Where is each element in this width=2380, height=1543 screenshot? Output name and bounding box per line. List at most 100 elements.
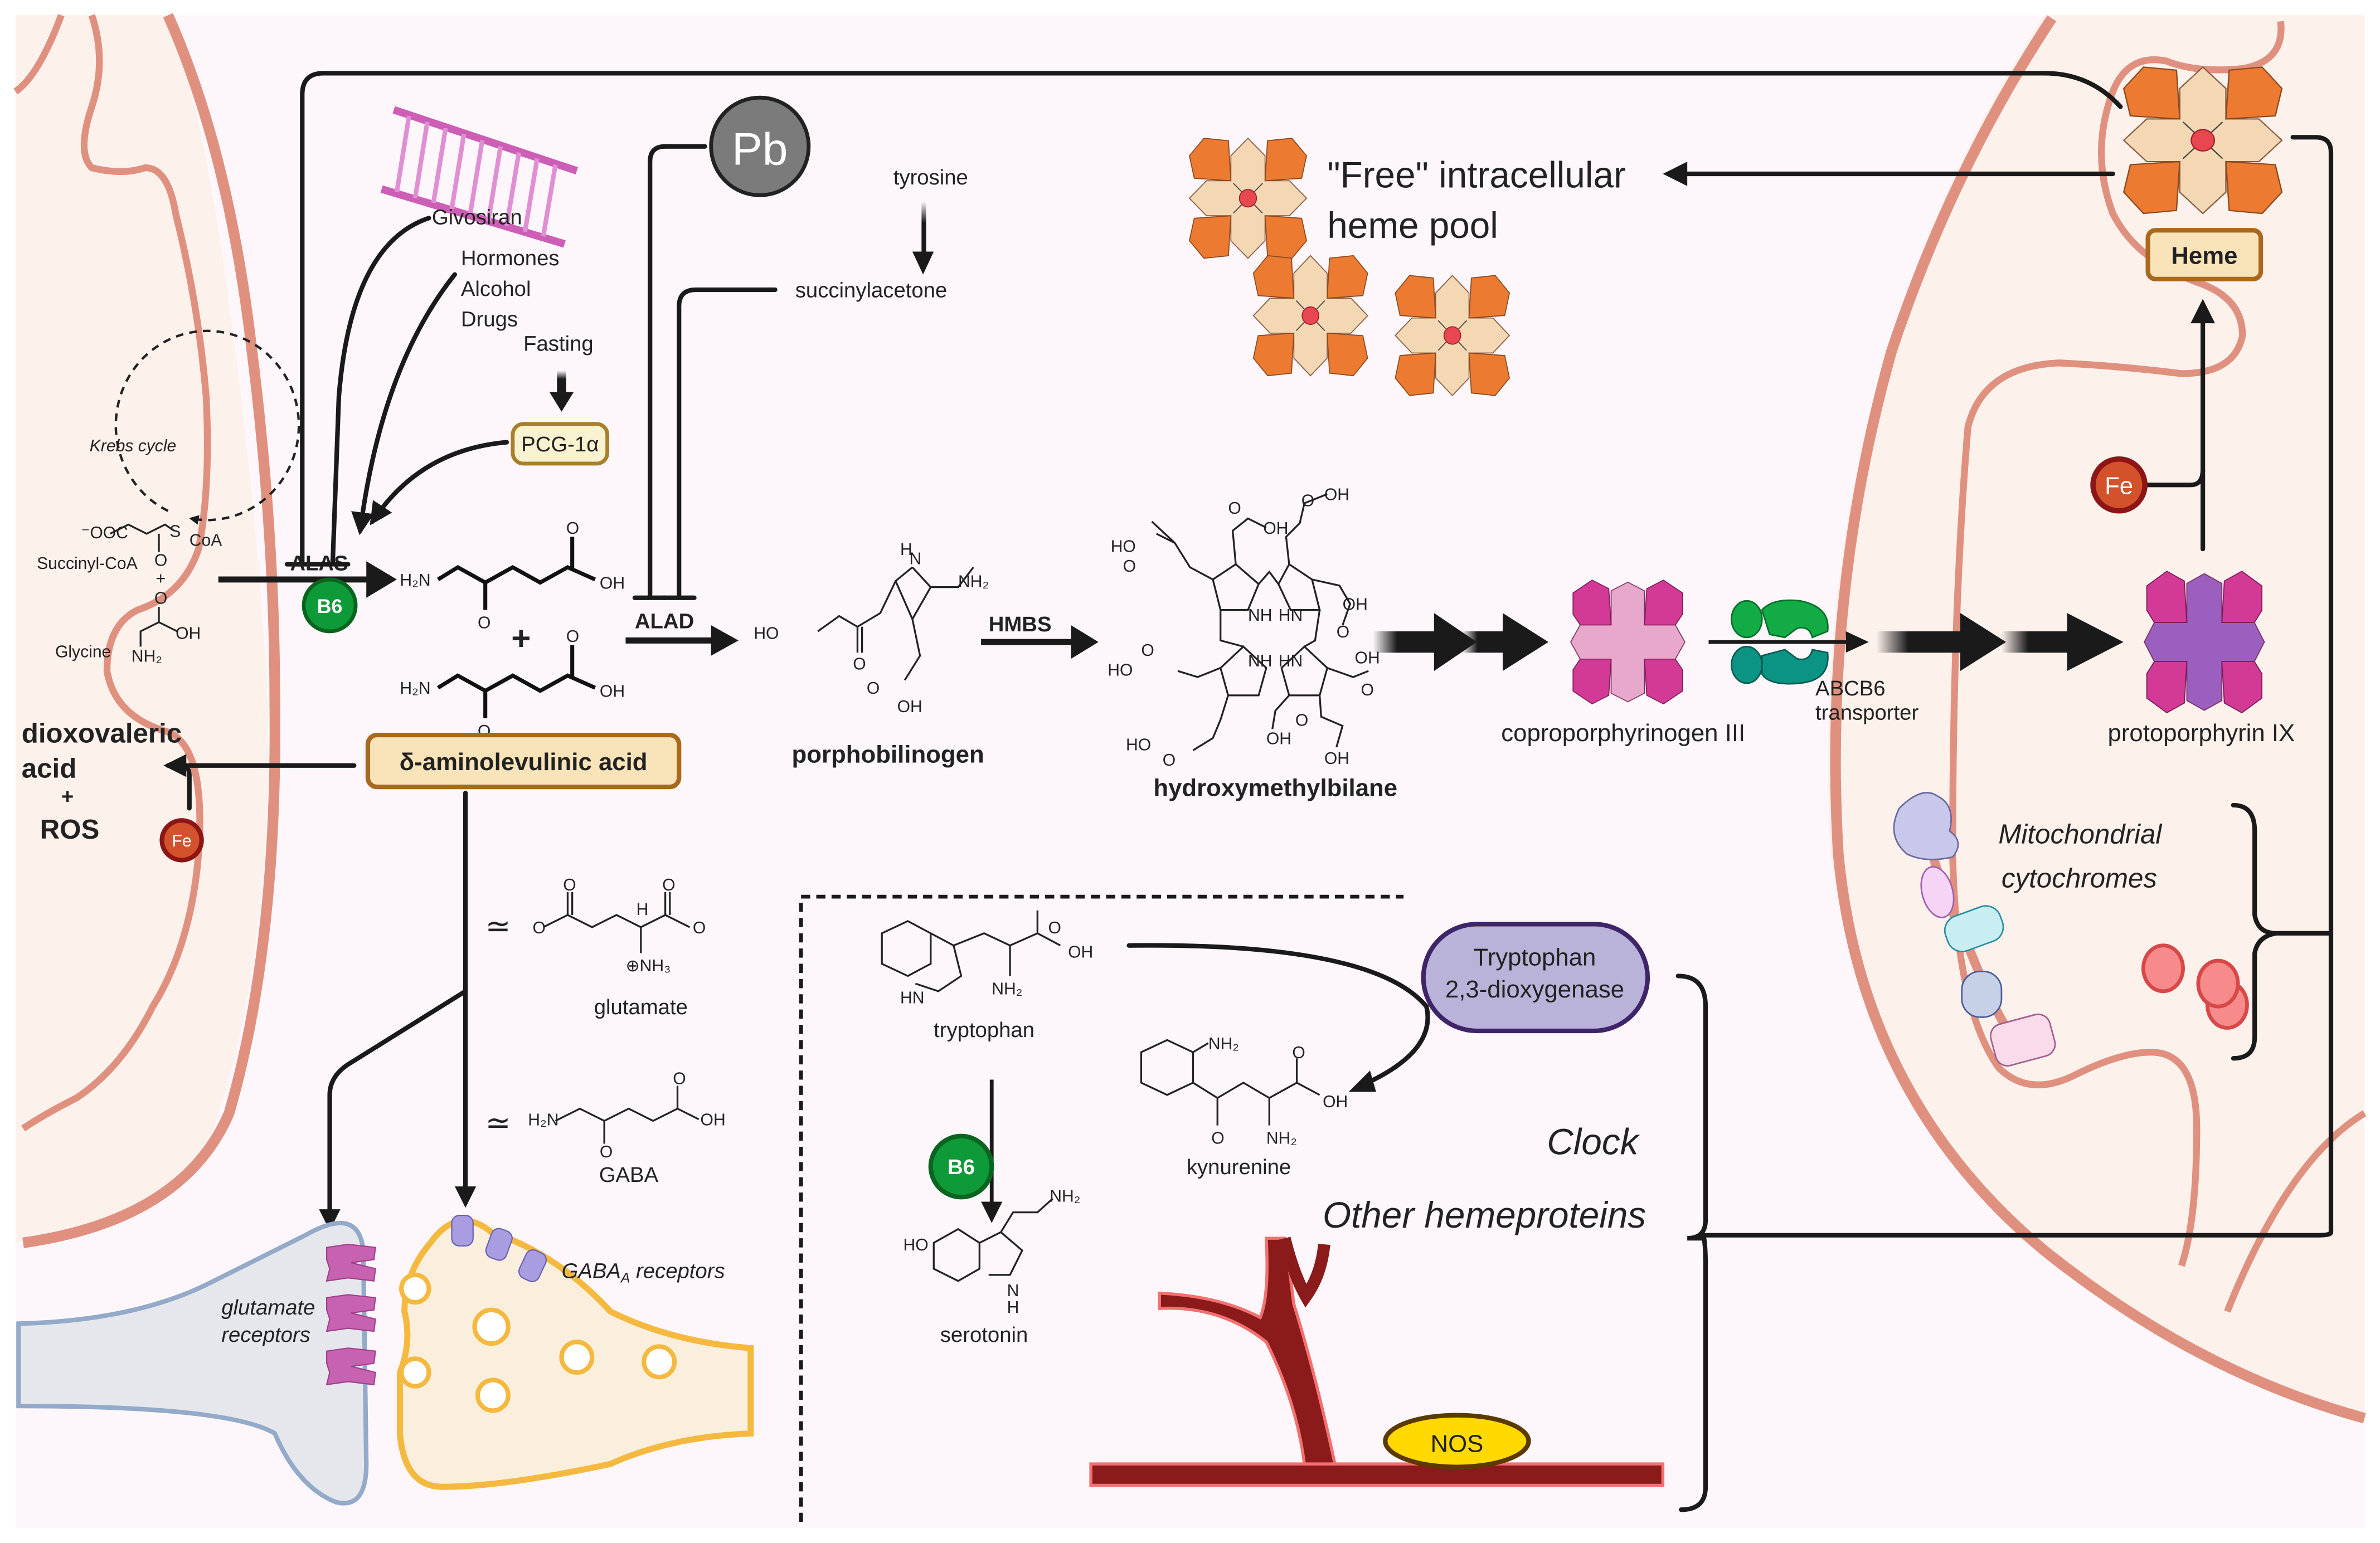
iron-icon <box>159 818 204 863</box>
cytochromes-label-1: Mitochondrial <box>1998 819 2163 849</box>
svg-text:HO: HO <box>1126 736 1151 754</box>
hemeprotein-bracket <box>1675 973 1708 1512</box>
lead-pb-icon <box>709 95 811 197</box>
svg-text:OH: OH <box>1324 486 1349 504</box>
succinyl-coa-label: Succinyl-CoA <box>37 554 138 573</box>
glutamate-receptors-label-1: glutamate <box>221 1296 315 1320</box>
svg-text:H: H <box>1007 1298 1019 1317</box>
svg-text:H₂N: H₂N <box>400 679 430 698</box>
svg-text:O: O <box>1228 499 1241 518</box>
ala-neuro-branches: ≃ ≃ <box>319 790 511 1231</box>
hydroxymethylbilane-label: hydroxymethylbilane <box>1153 775 1397 802</box>
pb-label: Pb <box>732 124 788 175</box>
right-mitochondrion <box>1828 15 2367 1424</box>
krebs-cycle-label: Krebs cycle <box>90 437 177 455</box>
svg-text:H₂N: H₂N <box>400 571 430 590</box>
gabaergic-neuron: GABAA receptors <box>396 1215 754 1490</box>
svg-text:O: O <box>1301 492 1314 510</box>
svg-text:O: O <box>600 1143 613 1161</box>
svg-text:+: + <box>61 785 74 809</box>
heme-feedback-line <box>300 71 2123 564</box>
porphobilinogen-label: porphobilinogen <box>792 741 984 768</box>
svg-text:OH: OH <box>897 698 922 716</box>
fasting-label: Fasting <box>523 332 594 356</box>
fasting-arrow <box>549 392 574 412</box>
svg-text:O: O <box>566 519 579 538</box>
svg-text:O: O <box>673 1070 686 1088</box>
b6-label: B6 <box>948 1155 975 1179</box>
krebs-cycle: Krebs cycle ⁻OOC S CoA O Succinyl-CoA + … <box>37 329 300 666</box>
glutamatergic-neuron: glutamate receptors <box>16 1220 376 1506</box>
svg-text:NH₂: NH₂ <box>1266 1129 1297 1147</box>
svg-text:CoA: CoA <box>190 532 222 550</box>
svg-text:Fe: Fe <box>172 832 192 850</box>
glutamate-molecule: O O H O O ⊕NH₃ glutamate <box>533 876 706 1019</box>
tdo-enzyme-box <box>1421 922 1650 1034</box>
svg-text:O: O <box>1123 557 1136 576</box>
svg-text:OH: OH <box>1343 596 1368 614</box>
svg-text:OH: OH <box>176 625 201 643</box>
dioxovaleric-label-1: dioxovaleric <box>22 718 182 749</box>
multi-step-arrows-1 <box>1373 613 1549 671</box>
svg-text:O: O <box>1211 1129 1224 1147</box>
svg-text:O: O <box>662 876 675 894</box>
ala-label-box <box>365 732 682 790</box>
svg-text:H₂N: H₂N <box>528 1111 558 1130</box>
tdo-reaction: Tryptophan 2,3-dioxygenase <box>1126 922 1650 1092</box>
svg-text:N: N <box>909 550 921 568</box>
svg-text:O: O <box>853 655 866 673</box>
ala-label: δ-aminolevulinic acid <box>400 748 648 776</box>
ala-molecules: H₂N O O OH + H₂N O O OH δ-aminolevulinic… <box>365 519 682 790</box>
svg-text:NH: NH <box>1248 606 1272 625</box>
svg-text:O: O <box>154 551 167 570</box>
b6-label: B6 <box>317 595 342 617</box>
pcg-label: PCG-1α <box>521 432 599 456</box>
svg-text:+: + <box>156 570 166 588</box>
svg-text:NH₂: NH₂ <box>1050 1187 1080 1205</box>
svg-text:HN: HN <box>900 989 924 1007</box>
serotonin-molecule: HO NH₂ N H serotonin <box>904 1187 1081 1347</box>
svg-text:O: O <box>1295 712 1308 730</box>
glutamate-receptors-label-2: receptors <box>221 1323 310 1347</box>
pcg-box <box>511 422 610 466</box>
alad-step: ALAD <box>625 609 739 656</box>
heme-label: Heme <box>2171 242 2237 269</box>
hormones-label: Hormones <box>461 246 560 270</box>
dioxovaleric-branch: dioxovaleric acid + ROS Fe <box>22 718 357 863</box>
hydroxymethylbilane: HO O O OH O OH OH O NH HN NH HN HO O OH … <box>1108 486 1397 802</box>
abcb6-transporter: ABCB6 transporter <box>1708 599 1918 725</box>
heme-label-box <box>2145 228 2264 281</box>
heme-formation: Fe Heme <box>1663 66 2334 1238</box>
heme-pool-icon <box>1189 138 1307 259</box>
svg-text:O: O <box>867 679 880 698</box>
hmbs-step: HMBS <box>981 612 1099 659</box>
svg-text:O: O <box>533 919 546 937</box>
alas-regulators: Givosiran Hormones Alcohol Drugs Fasting… <box>315 106 610 567</box>
svg-text:OH: OH <box>1068 943 1093 962</box>
protoporphyrin-label: protoporphyrin IX <box>2108 719 2295 747</box>
svg-text:H: H <box>900 541 912 559</box>
tyrosine-arrow <box>912 251 934 275</box>
succinylacetone-label: succinylacetone <box>795 279 948 303</box>
svg-text:O: O <box>1141 641 1154 660</box>
nos-enzyme <box>1383 1413 1531 1469</box>
abcb6-label-2: transporter <box>1815 701 1918 725</box>
tdo-label-2: 2,3-dioxygenase <box>1445 976 1624 1003</box>
svg-text:HO: HO <box>1111 538 1136 556</box>
iron-icon <box>2090 456 2148 514</box>
svg-text:NH₂: NH₂ <box>992 980 1022 998</box>
sirna-icon <box>380 106 579 248</box>
multi-step-arrows-2 <box>1876 613 2124 671</box>
serotonin-step: B6 <box>928 1079 1003 1223</box>
svg-text:HN: HN <box>1279 652 1303 670</box>
gaba-label: GABA <box>599 1163 659 1187</box>
coproporphyrinogen-icon <box>1570 580 1686 705</box>
glycine-label: Glycine <box>55 642 111 661</box>
heme-pool-label-1: "Free" intracellular <box>1327 155 1626 196</box>
tryptophan-label: tryptophan <box>934 1018 1034 1042</box>
svg-text:O: O <box>154 590 167 608</box>
clock-label: Clock <box>1547 1122 1640 1162</box>
svg-text:O: O <box>566 627 579 646</box>
coproporphyrinogen-label: coproporphyrinogen III <box>1501 719 1745 747</box>
